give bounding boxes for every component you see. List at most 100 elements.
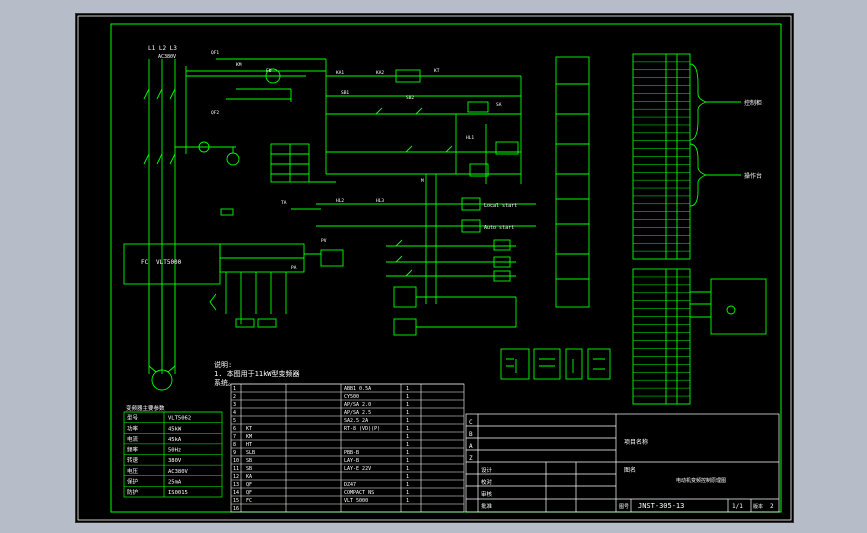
component-tag: QF1 xyxy=(211,50,219,56)
drawing-name: 电动机变频控制原理图 xyxy=(676,477,726,484)
bom-no: 10 xyxy=(233,458,239,464)
bom-num: 1 xyxy=(406,410,409,416)
schematic-lines xyxy=(123,53,767,405)
dwg-no-label: 图号 xyxy=(619,504,629,510)
bom-num: 1 xyxy=(406,490,409,496)
bom-code: SB xyxy=(246,466,252,472)
component-tag: KA2 xyxy=(376,70,384,76)
param-name: 转速 xyxy=(127,456,139,464)
title-row-label: 审核 xyxy=(481,490,493,498)
bom-num: 1 xyxy=(406,426,409,432)
component-tag: HL2 xyxy=(336,198,344,204)
param-value: 50Hz xyxy=(168,448,181,454)
param-name: 保护 xyxy=(127,477,139,485)
supply-voltage: AC380V xyxy=(158,54,176,60)
component-tag: PA xyxy=(291,265,297,271)
bom-num: 1 xyxy=(406,386,409,392)
bom-no: 5 xyxy=(233,418,236,424)
terminal-group-label-1: 控制柜 xyxy=(744,99,762,107)
project-label: 项目名称 xyxy=(624,438,648,446)
sheet-no: 1/1 xyxy=(732,503,743,510)
electrical-schematic: 型号VLT5062功率45kW电流45kA频率50Hz转速380V电压AC380… xyxy=(77,15,792,521)
bom-spec: COMPACT NS xyxy=(344,490,374,496)
bom-code: QF xyxy=(246,490,252,496)
revision-letter: C xyxy=(469,419,473,426)
bom-spec: LAY-E 22V xyxy=(344,466,371,472)
bom-code: QF xyxy=(246,482,252,488)
component-tag: KT xyxy=(434,68,440,74)
param-name: 频率 xyxy=(127,446,139,454)
param-name: 电流 xyxy=(127,435,139,443)
bom-num: 1 xyxy=(406,466,409,472)
bom-num: 1 xyxy=(406,434,409,440)
terminal-strip-rows xyxy=(633,61,690,405)
bom-no: 12 xyxy=(233,474,239,480)
bom-spec: SA2.5 2A xyxy=(344,418,368,424)
component-tag: HL3 xyxy=(376,198,384,204)
bom-no: 7 xyxy=(233,434,236,440)
bom-num: 1 xyxy=(406,402,409,408)
bom-spec: AP/SA 2.0 xyxy=(344,402,371,408)
inverter-model: VLT5000 xyxy=(156,259,182,266)
bom-no: 14 xyxy=(233,490,239,496)
inner-frame xyxy=(110,23,782,513)
dwg-no: JNST-305-13 xyxy=(638,502,684,510)
component-tag: QF2 xyxy=(211,110,219,116)
component-tag: SA xyxy=(496,102,502,108)
param-value: 25mA xyxy=(168,479,182,485)
bom-no: 15 xyxy=(233,498,239,504)
bom-code: KM xyxy=(246,434,252,440)
bom-spec: RT-8 (VD)(P) xyxy=(344,426,380,432)
param-value: IS0015 xyxy=(168,490,188,496)
param-value: 45kW xyxy=(168,426,182,432)
bom-code: KT xyxy=(246,426,252,432)
bom-spec: CY500 xyxy=(344,394,359,400)
component-tag: FU xyxy=(266,68,272,74)
version: 2 xyxy=(770,503,774,510)
title-row-label: 批准 xyxy=(481,502,493,510)
component-tag: TA xyxy=(281,200,287,206)
bom-no: 11 xyxy=(233,466,239,472)
bom-code: SB xyxy=(246,458,252,464)
param-value: 45kA xyxy=(168,437,182,443)
title-row-label: 设计 xyxy=(481,466,493,474)
param-value: VLT5062 xyxy=(168,416,191,422)
bom-code: SLB xyxy=(246,450,255,456)
bom-no: 16 xyxy=(233,506,239,512)
inverter-label: FC xyxy=(141,259,149,266)
params-title: 变频器主要参数 xyxy=(126,404,165,412)
bom-no: 8 xyxy=(233,442,236,448)
title-block xyxy=(465,413,780,513)
bom-no: 6 xyxy=(233,426,236,432)
notes-line1: 1. 本图用于11kW型变频器 xyxy=(214,369,300,378)
drawing-label: 图名 xyxy=(624,466,636,474)
version-label: 版本 xyxy=(753,503,763,510)
bom-no: 4 xyxy=(233,410,236,416)
bom-code: HT xyxy=(246,442,252,448)
param-name: 防护 xyxy=(127,488,139,496)
bom-spec: PBB-B xyxy=(344,450,359,456)
outer-frame xyxy=(77,15,792,521)
bom-num: 1 xyxy=(406,474,409,480)
bom-num: 1 xyxy=(406,450,409,456)
mid-label-auto: Auto start xyxy=(484,225,514,231)
bom-num: 1 xyxy=(406,498,409,504)
notes-heading: 说明: xyxy=(214,360,232,369)
bom-spec: LAY-B xyxy=(344,458,359,464)
bom-num: 1 xyxy=(406,394,409,400)
bom-code: KA xyxy=(246,474,252,480)
param-value: AC380V xyxy=(168,469,189,475)
component-tag: KM xyxy=(236,62,242,68)
bom-spec: AP/SA 2.5 xyxy=(344,410,371,416)
component-tag: SB1 xyxy=(341,90,349,96)
bom-spec: DZ47 xyxy=(344,482,356,488)
bom-num: 1 xyxy=(406,458,409,464)
bom-no: 9 xyxy=(233,450,236,456)
bom-no: 3 xyxy=(233,402,236,408)
bom-num: 1 xyxy=(406,418,409,424)
